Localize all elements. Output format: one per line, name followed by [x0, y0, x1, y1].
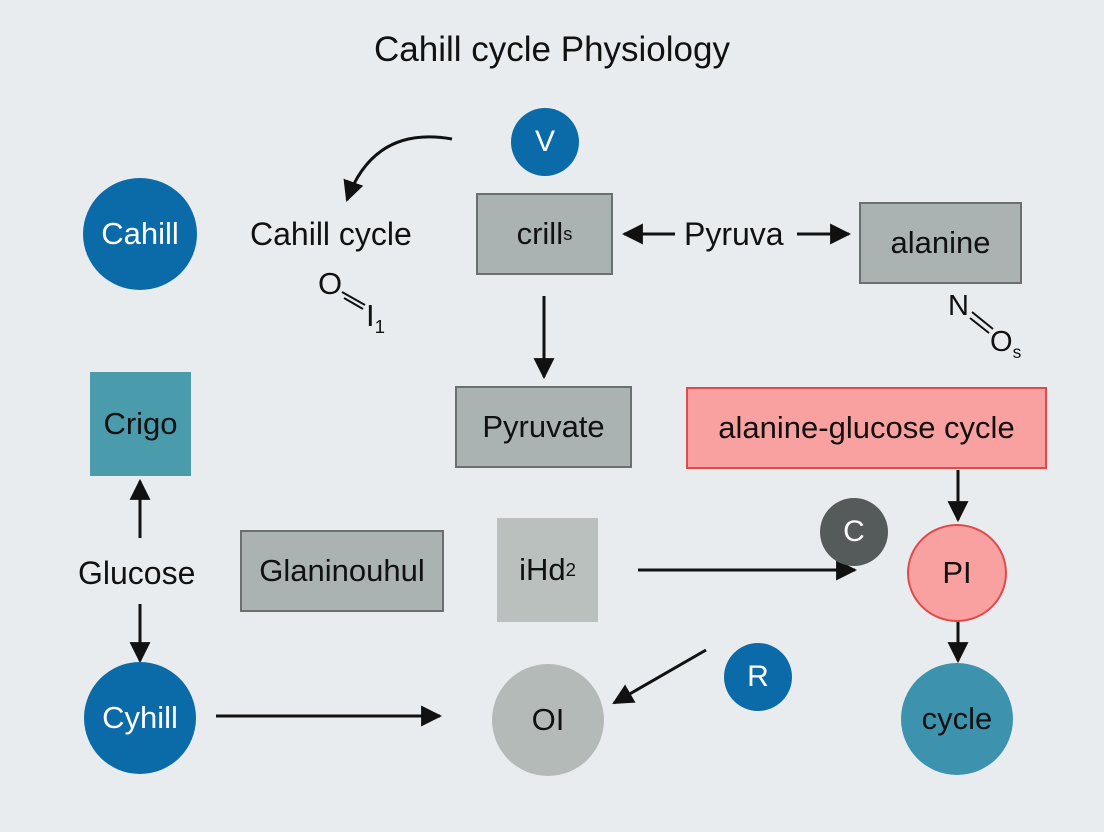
cahill-circle: Cahill — [83, 178, 197, 290]
cycle-circle: cycle — [901, 663, 1013, 775]
ihd2-box-sub: 2 — [565, 559, 576, 580]
curved-arrow-to-cahill-cycle — [343, 135, 453, 202]
crigo-box-label: Crigo — [103, 406, 178, 441]
cyhill-circle-label: Cyhill — [102, 700, 178, 735]
r-badge: R — [724, 643, 792, 711]
alanine-box: alanine — [859, 202, 1022, 284]
glucose-label: Glucose — [78, 555, 196, 591]
n-formula-n: N — [948, 290, 969, 322]
oi-circle: OI — [492, 664, 604, 776]
n-formula: N Os — [948, 290, 1038, 362]
pi-circle: PI — [907, 524, 1007, 622]
o-formula-o: O — [318, 266, 343, 301]
pi-circle-label: PI — [942, 555, 972, 590]
c-badge-label: C — [843, 515, 865, 548]
glaninouhul-box: Glaninouhul — [240, 530, 444, 612]
cahill-circle-label: Cahill — [101, 216, 179, 251]
page-title: Cahill cycle Physiology — [374, 30, 730, 69]
alanine-glucose-cycle-box: alanine-glucose cycle — [686, 387, 1047, 469]
cyhill-circle: Cyhill — [84, 662, 196, 774]
n-formula-sub: s — [1012, 341, 1022, 362]
pyruva-label: Pyruva — [684, 216, 784, 252]
crills-box-text: crill — [516, 216, 564, 251]
ihd2-box-text: iHd — [519, 552, 566, 587]
bond-line-n-o-2 — [969, 317, 990, 334]
crills-box-sub: s — [563, 223, 573, 244]
v-badge: V — [511, 108, 579, 176]
bond-line-n-o — [971, 311, 994, 330]
o-formula: O I1 — [318, 266, 398, 338]
r-badge-label: R — [747, 660, 769, 693]
c-badge: C — [820, 498, 888, 566]
cahill-cycle-label: Cahill cycle — [250, 216, 412, 252]
bond-line-o-i — [341, 291, 366, 306]
alanine-box-label: alanine — [890, 225, 991, 260]
o-formula-sub: 1 — [374, 316, 385, 338]
o-formula-i: I1 — [366, 298, 385, 338]
n-formula-o: Os — [990, 326, 1022, 362]
glaninouhul-box-label: Glaninouhul — [259, 553, 425, 588]
arrow-r-to-oi — [612, 648, 707, 705]
alanine-glucose-cycle-label: alanine-glucose cycle — [718, 410, 1015, 445]
pyruvate-box: Pyruvate — [455, 386, 632, 468]
cycle-circle-label: cycle — [921, 701, 993, 736]
v-badge-label: V — [534, 125, 555, 158]
pyruvate-box-label: Pyruvate — [482, 409, 605, 444]
crigo-box: Crigo — [90, 372, 191, 476]
bond-line-o-i-2 — [343, 297, 364, 310]
oi-circle-label: OI — [531, 702, 565, 737]
